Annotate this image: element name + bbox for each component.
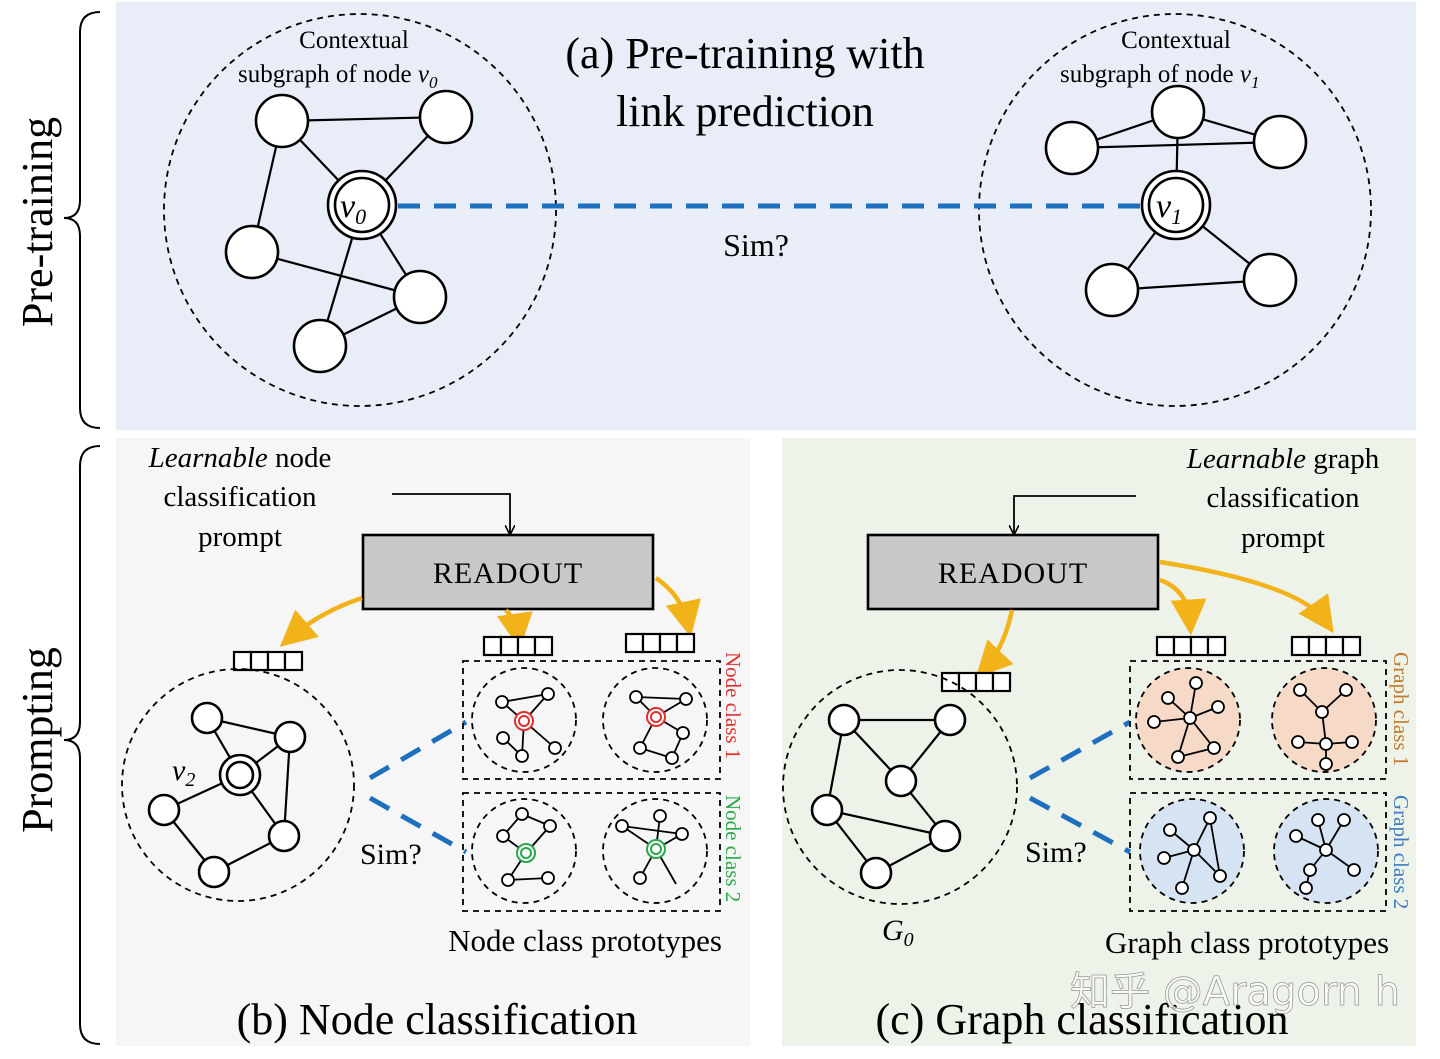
panel-b-caption: (b) Node classification (237, 995, 638, 1044)
panel-b-vector-v2 (232, 650, 304, 672)
pretraining-brace (63, 11, 101, 429)
graph-class-1-label: Graph class 1 (1389, 652, 1413, 766)
panel-b-arrow-to-proto1 (496, 608, 533, 650)
context-circle-v1 (978, 13, 1372, 407)
panel-c-input-arrow (1014, 495, 1136, 534)
panel-b-prototypes-label: Node class prototypes (448, 923, 722, 958)
panel-c-prompt-line2: classification (1206, 482, 1360, 514)
panel-c-arrow-to-proto1 (1159, 577, 1207, 636)
panel-a-title-line1: (a) Pre-training with (565, 29, 924, 78)
panel-b-arrow-to-v2 (279, 595, 363, 647)
node-class2-prototype-1 (471, 798, 577, 904)
graph-class1-prototype-2 (1271, 667, 1377, 773)
panel-c-sim-label: Sim? (1025, 836, 1087, 869)
panel-c-readout-box (866, 533, 1160, 611)
prompting-label: Prompting (13, 647, 62, 833)
graph-class-2-label: Graph class 2 (1389, 795, 1413, 909)
panel-b-prompt-line3: prompt (198, 521, 282, 553)
panel-c-vector-proto1 (1155, 635, 1227, 657)
panel-b-prompt-line1: Learnable node (148, 442, 332, 474)
panel-b-input-arrow (392, 493, 510, 534)
subgraph-v0 (224, 89, 474, 374)
panel-c-sim-line-2 (1028, 795, 1132, 855)
panel-b-readout-label: READOUT (433, 557, 583, 590)
panel-b-sim-line-1 (368, 719, 468, 781)
context-circle-v0 (163, 13, 557, 407)
graph-class1-prototype-1 (1135, 667, 1241, 773)
node-class-2-label: Node class 2 (721, 795, 745, 902)
ctx-right-line1: Contextual (1121, 27, 1231, 54)
prompting-brace (63, 445, 101, 1045)
node-class1-prototype-2 (602, 667, 708, 773)
node-class1-prototype-1 (471, 667, 577, 773)
watermark: 知乎 @Aragorn h (1070, 969, 1400, 1015)
pretraining-label: Pre-training (13, 117, 62, 327)
panel-b-sim-label: Sim? (360, 838, 422, 871)
ctx-left-line1: Contextual (299, 27, 409, 54)
panel-c-vector-proto2 (1290, 635, 1362, 657)
subgraph-v2 (147, 701, 307, 889)
panel-b-vector-proto1 (482, 635, 554, 657)
panel-c-arrow-to-proto2 (1159, 559, 1334, 634)
panel-c-graph-circle (782, 669, 1018, 905)
subgraph-v1 (1044, 84, 1308, 318)
panel-a-sim-label: Sim? (723, 227, 789, 263)
panel-c-vector-g0 (940, 671, 1012, 693)
node-v0-label: v0 (340, 188, 366, 229)
node-v2-label: v2 (172, 754, 195, 791)
graph-g0 (810, 703, 967, 890)
panel-c-prompt-line3: prompt (1241, 522, 1325, 554)
panel-c-caption: (c) Graph classification (876, 995, 1289, 1044)
graph-class2-prototype-2 (1273, 798, 1379, 904)
node-class2-prototype-2 (602, 798, 708, 904)
panel-b-prompt-line2: classification (163, 481, 317, 513)
panel-b-vector-proto2 (624, 632, 696, 654)
node-v1-label: v1 (1156, 188, 1182, 229)
panel-b-subgraph-circle (121, 668, 355, 902)
panel-a-title-line2: link prediction (616, 87, 874, 136)
panel-c-prompt-line1: Learnable graph (1186, 443, 1380, 475)
panel-b-arrow-to-proto2 (654, 576, 701, 638)
node-class-1-label: Node class 1 (721, 652, 745, 759)
ctx-right-line2: subgraph of node v1 (1060, 61, 1259, 92)
ctx-left-line2: subgraph of node v0 (238, 61, 438, 92)
graph-g0-label: G0 (882, 914, 914, 951)
panel-c-readout-label: READOUT (938, 557, 1088, 590)
panel-b-sim-line-2 (368, 795, 468, 855)
panel-c-prototypes-label: Graph class prototypes (1105, 925, 1389, 960)
panel-c-sim-line-1 (1028, 719, 1132, 781)
graph-class2-prototype-1 (1139, 798, 1245, 904)
panel-c-arrow-to-g0 (975, 609, 1015, 678)
